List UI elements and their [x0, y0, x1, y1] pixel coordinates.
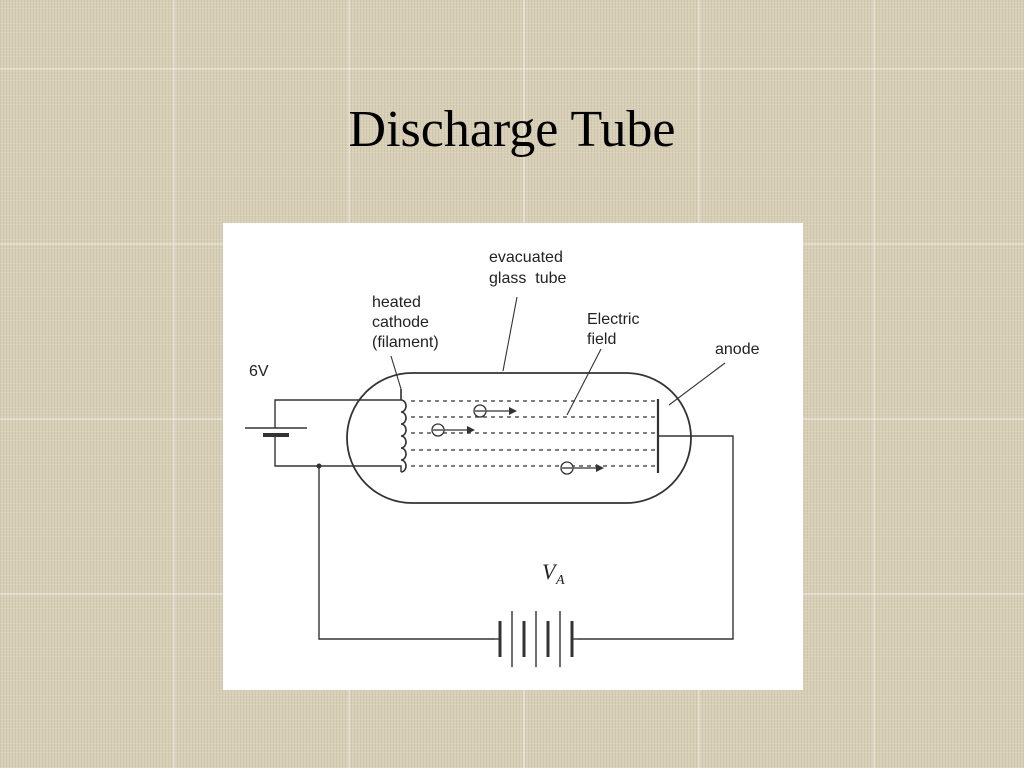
slide-title: Discharge Tube	[348, 101, 676, 158]
field-label-line1: Electric	[587, 311, 639, 328]
electron	[560, 461, 604, 475]
electron	[431, 423, 475, 437]
glass-tube	[346, 372, 692, 504]
glass-tube-label-line2: glass tube	[489, 270, 566, 287]
discharge-tube-diagram: evacuated glass tube heated cathode (fil…	[223, 223, 803, 690]
filament-voltage-label: 6V	[249, 363, 269, 380]
anode-voltage-label: V	[542, 559, 558, 584]
anode-circuit	[318, 435, 734, 667]
cathode-label-line2: cathode	[372, 314, 429, 331]
field-leader	[566, 348, 602, 416]
glass-tube-leader	[502, 296, 518, 372]
filament-circuit	[245, 389, 402, 472]
anode-label: anode	[715, 341, 760, 358]
field-label-line2: field	[587, 331, 616, 348]
anode-leader	[668, 362, 726, 406]
glass-tube-label-line1: evacuated	[489, 249, 563, 266]
anode-voltage-subscript: A	[555, 573, 565, 588]
electric-field-lines	[411, 400, 655, 467]
cathode-label-line1: heated	[372, 294, 421, 311]
filament-coil	[400, 399, 407, 473]
cathode-label-line3: (filament)	[372, 334, 439, 351]
cathode-leader	[390, 355, 402, 390]
diagram-svg: evacuated glass tube heated cathode (fil…	[245, 249, 760, 667]
electron	[473, 404, 517, 418]
